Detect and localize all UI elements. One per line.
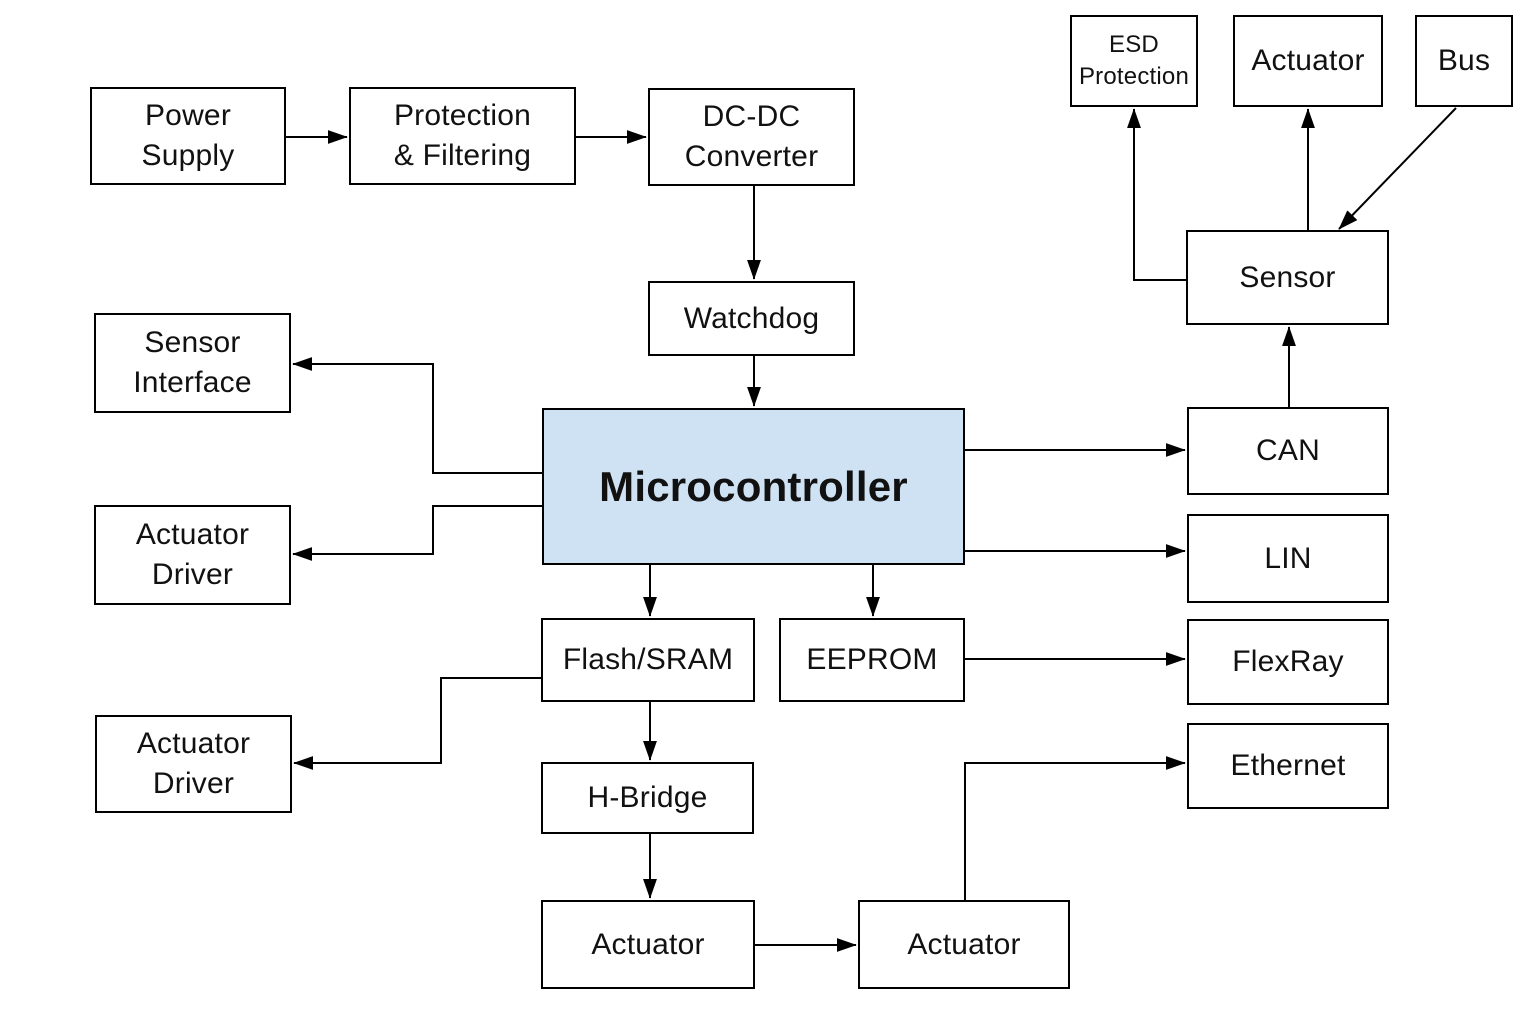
edge-bus-sensor [1338,107,1457,230]
node-actuator-bottom-left: Actuator [541,900,755,989]
node-sensor: Sensor [1186,230,1389,325]
node-actuator-driver-2: Actuator Driver [95,715,292,813]
node-sensor-interface: Sensor Interface [94,313,291,413]
node-lin: LIN [1187,514,1389,603]
node-can: CAN [1187,407,1389,495]
node-actuator-top: Actuator [1233,15,1383,107]
edge-sensor-esd_protection [1127,108,1186,281]
node-protection-filtering: Protection & Filtering [349,87,576,185]
edge-microcontroller-sensor_interface [292,357,542,474]
node-esd-protection: ESD Protection [1070,15,1198,107]
node-flexray: FlexRay [1187,619,1389,705]
node-ethernet: Ethernet [1187,723,1389,809]
node-actuator-bottom-right: Actuator [858,900,1070,989]
node-h-bridge: H-Bridge [541,762,754,834]
node-bus: Bus [1415,15,1513,107]
node-eeprom: EEPROM [779,618,965,702]
edge-flash_sram-actuator_driver_2 [293,677,541,770]
node-power-supply: Power Supply [90,87,286,185]
node-watchdog: Watchdog [648,281,855,356]
edge-actuator_bottom_right-ethernet [964,756,1186,900]
node-microcontroller: Microcontroller [542,408,965,565]
edge-microcontroller-actuator_driver_1 [292,505,542,561]
node-dcdc-converter: DC-DC Converter [648,88,855,186]
node-actuator-driver-1: Actuator Driver [94,505,291,605]
node-flash-sram: Flash/SRAM [541,618,755,702]
